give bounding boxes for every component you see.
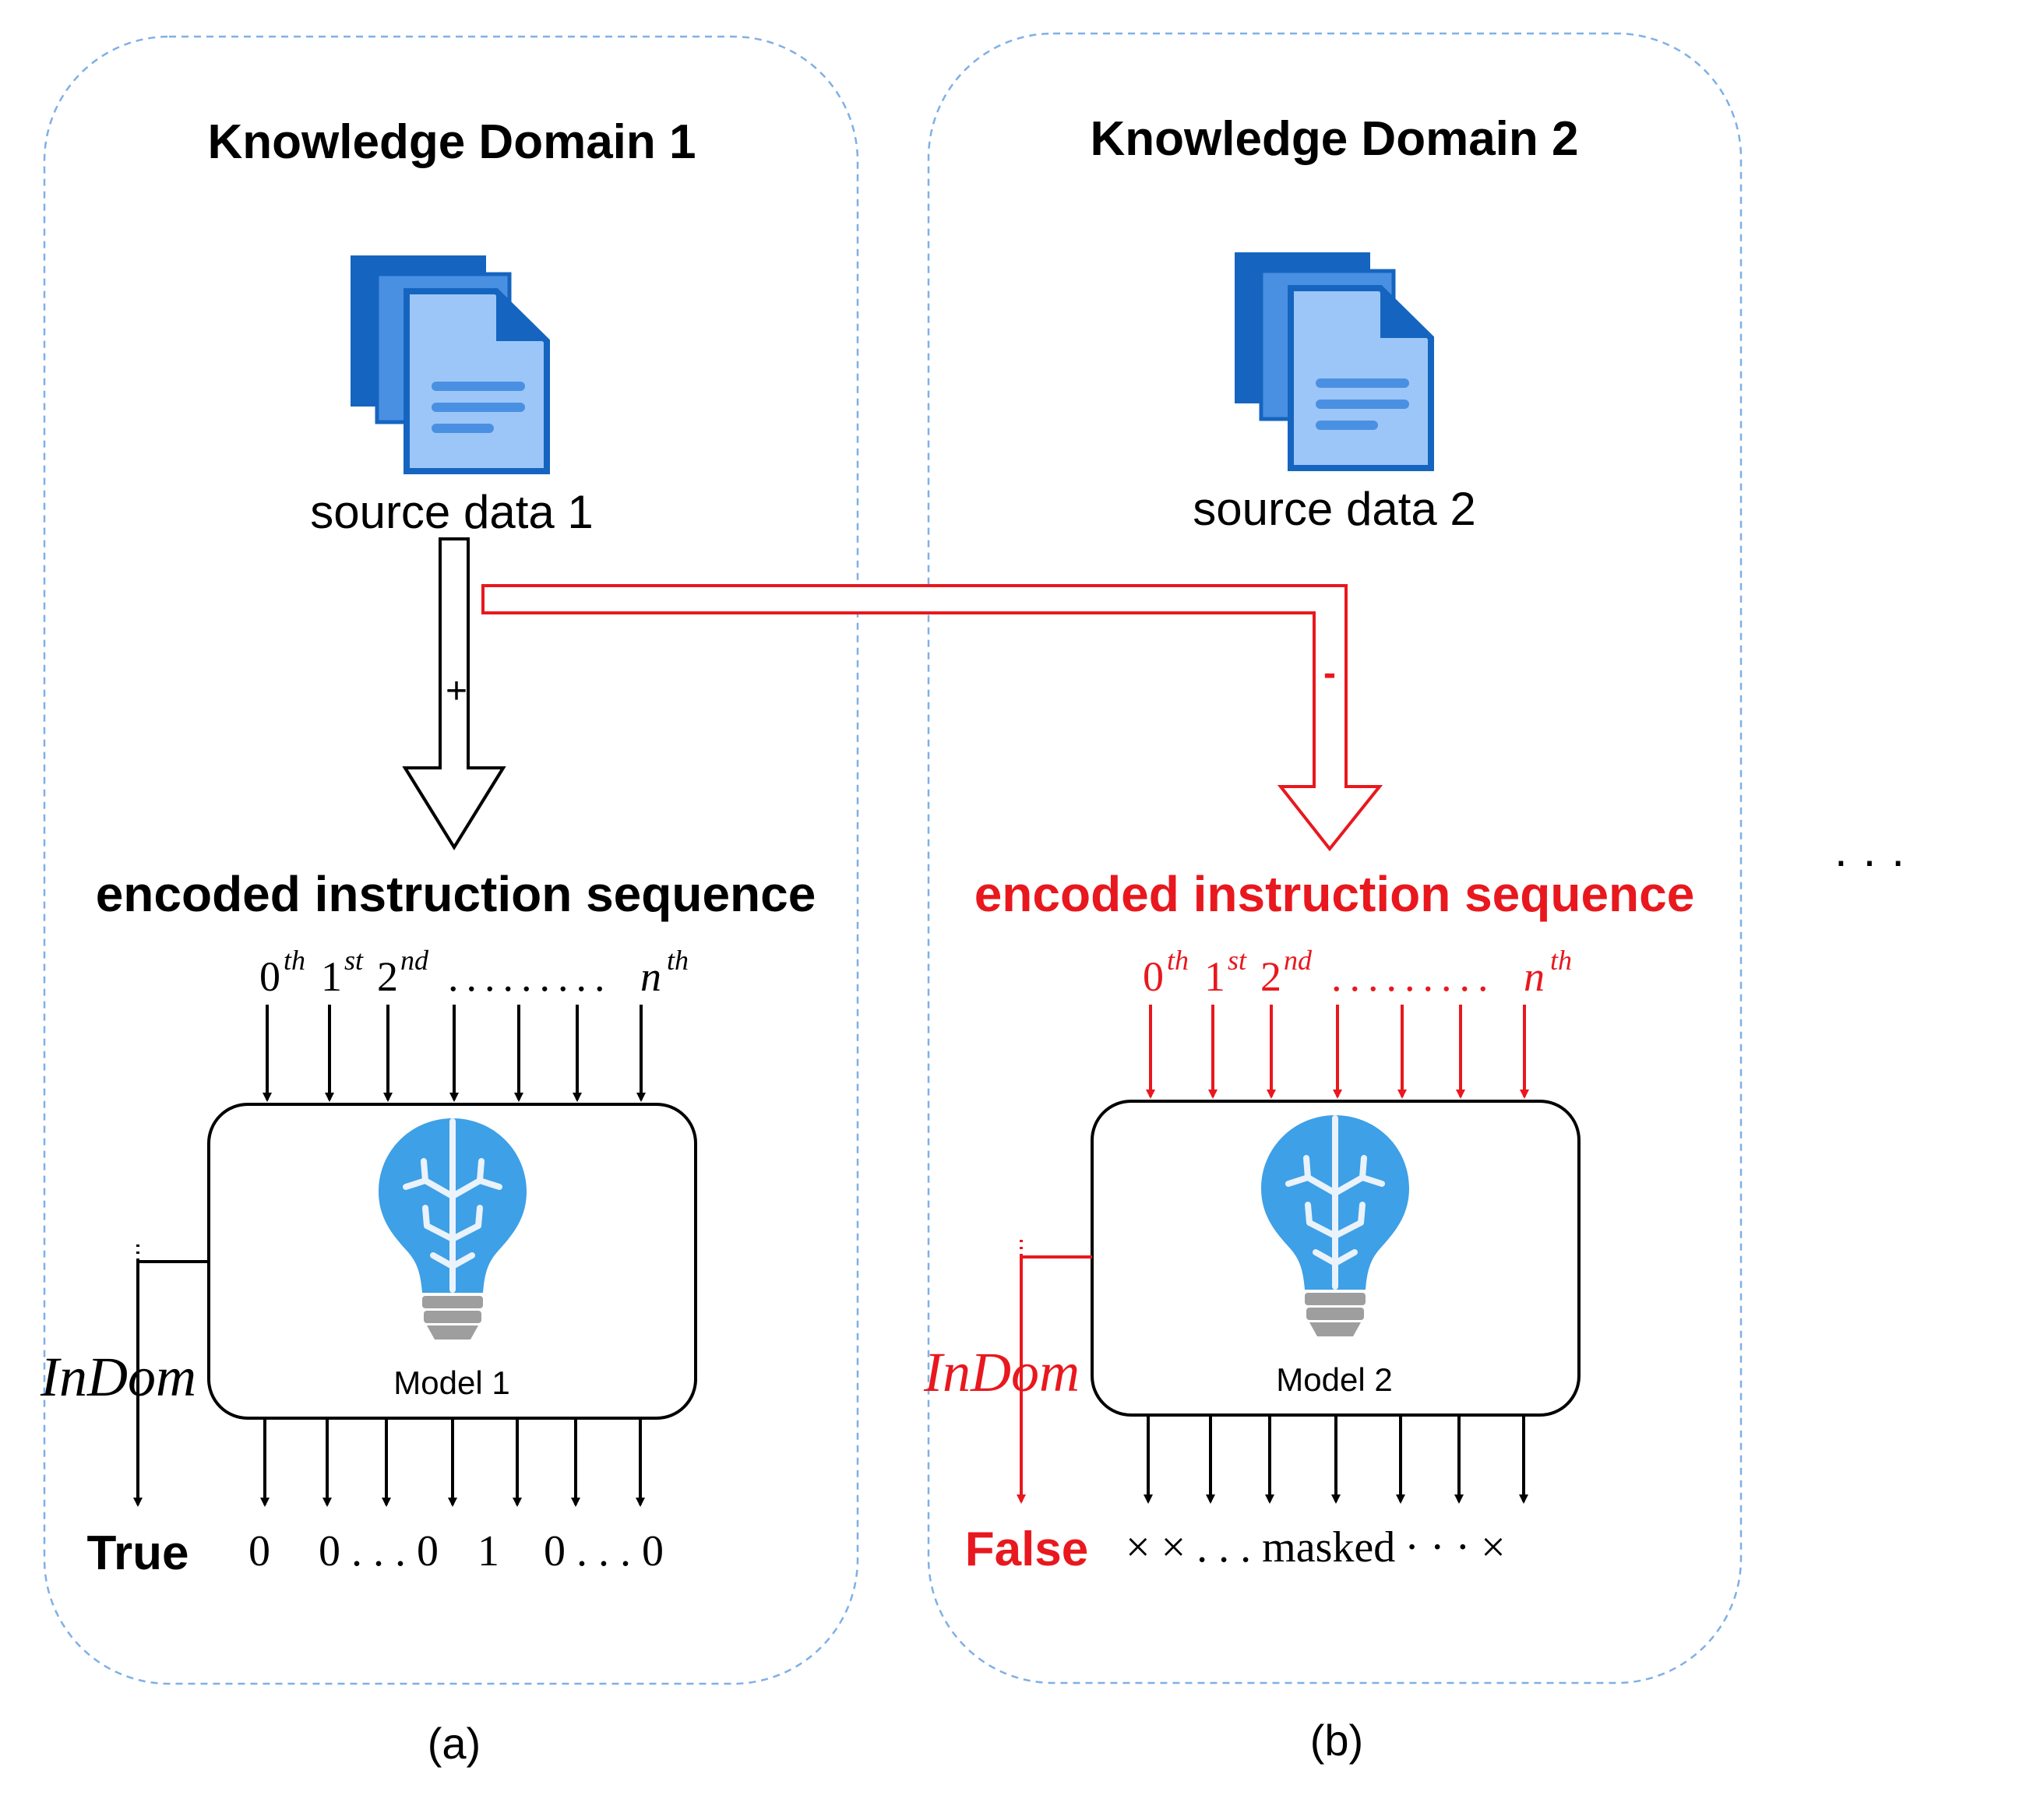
indom-label-1: InDom — [40, 1346, 196, 1408]
ordinal-0-suffix: th — [284, 945, 305, 976]
ordinal-1-suffix: st — [344, 945, 364, 976]
domain-1-border — [43, 35, 859, 1685]
indom-label-2: InDom — [923, 1341, 1080, 1403]
indom-arrow-2 — [1017, 1255, 1092, 1504]
minus-sign: - — [1323, 653, 1336, 694]
sequence-title-2: encoded instruction sequence — [974, 866, 1695, 922]
ordinal-n-suffix: th — [1550, 945, 1572, 976]
plus-sign: + — [446, 671, 467, 712]
output-value: 0 . . . 0 — [544, 1527, 664, 1575]
ordinal-0-suffix: th — [1167, 945, 1189, 976]
model-1-label: Model 1 — [393, 1364, 509, 1401]
output-values-2: × × . . . masked · · · × — [1126, 1523, 1506, 1572]
ordinal-0: 0 — [1143, 953, 1164, 1000]
ordinal-0: 0 — [259, 953, 280, 1000]
ordinal-dots: ......... — [1331, 953, 1496, 1000]
caption-b: (b) — [1310, 1716, 1363, 1765]
ordinal-1: 1 — [1204, 953, 1225, 1000]
domain-2-title: Knowledge Domain 2 — [1091, 112, 1579, 166]
ordinal-2: 2 — [1260, 953, 1281, 1000]
ordinal-n: n — [640, 953, 661, 1000]
indom-arrow-1 — [133, 1260, 209, 1507]
document-icon — [352, 257, 547, 471]
domain-1-title: Knowledge Domain 1 — [208, 115, 696, 169]
document-icon — [1236, 254, 1431, 468]
caption-a: (a) — [428, 1719, 481, 1768]
output-arrows-1 — [260, 1418, 645, 1507]
output-value: 0 — [248, 1527, 270, 1575]
ordinal-1: 1 — [321, 953, 342, 1000]
source-data-2-label: source data 2 — [1193, 483, 1476, 535]
result-false: False — [965, 1523, 1089, 1576]
ordinal-labels-1: 0 th 1 st 2 nd ......... n th — [259, 945, 689, 1000]
negative-flow-arrow — [481, 584, 1383, 852]
source-data-1-label: source data 1 — [310, 486, 594, 538]
ordinal-n: n — [1524, 953, 1545, 1000]
more-domains-ellipsis: · · · — [1833, 834, 1905, 886]
ordinal-2-suffix: nd — [1284, 945, 1313, 976]
ordinal-dots: ......... — [448, 953, 613, 1000]
ordinal-n-suffix: th — [667, 945, 689, 976]
domain-2-border — [927, 32, 1743, 1685]
output-value: 1 — [478, 1527, 499, 1575]
ordinal-2: 2 — [377, 953, 398, 1000]
sequence-title-1: encoded instruction sequence — [96, 866, 816, 922]
output-value: · · · × — [1404, 1523, 1506, 1572]
output-values-1: 0 0 . . . 0 1 0 . . . 0 — [248, 1527, 664, 1575]
knowledge-domain-2-panel: Knowledge Domain 2 source data 2 encoded… — [923, 32, 1743, 1765]
ordinal-labels-2: 0 th 1 st 2 nd ......... n th — [1143, 945, 1572, 1000]
input-arrows-1 — [263, 1005, 646, 1102]
ordinal-2-suffix: nd — [400, 945, 429, 976]
result-true: True — [87, 1526, 189, 1580]
knowledge-domain-1-panel: Knowledge Domain 1 + source data 1 encod… — [40, 35, 859, 1768]
output-value: 0 . . . 0 — [319, 1527, 439, 1575]
ordinal-1-suffix: st — [1228, 945, 1247, 976]
model-2-label: Model 2 — [1276, 1361, 1392, 1398]
output-value: × × . . . masked — [1126, 1523, 1395, 1572]
output-arrows-2 — [1144, 1415, 1528, 1504]
input-arrows-2 — [1146, 1005, 1529, 1099]
